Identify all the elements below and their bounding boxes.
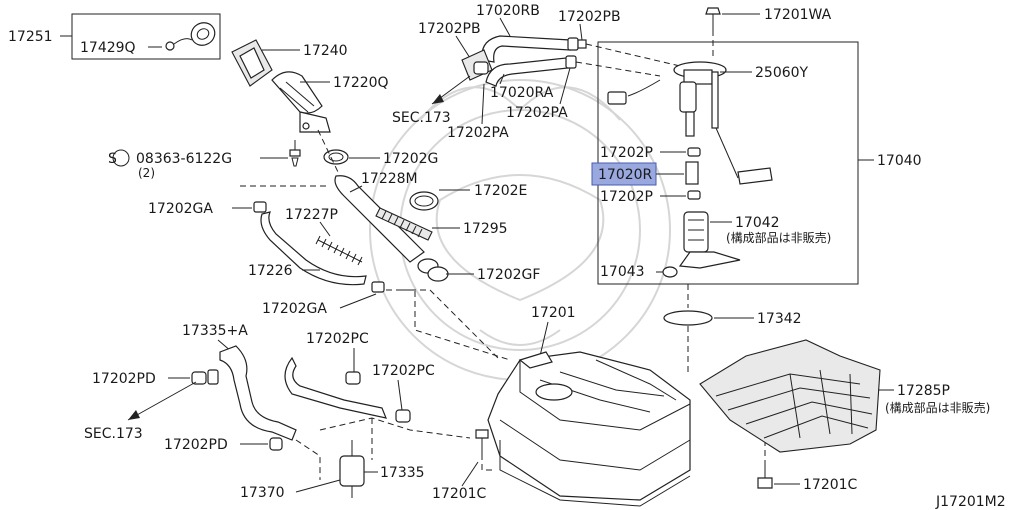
label-17202p-lower[interactable]: 17202P <box>600 189 653 205</box>
label-17201c-right[interactable]: 17201C <box>803 477 858 493</box>
label-17201c-left[interactable]: 17201C <box>432 486 487 502</box>
label-17040[interactable]: 17040 <box>877 153 922 169</box>
clamp-17202gf <box>417 258 449 282</box>
label-17335a[interactable]: 17335+A <box>182 323 248 339</box>
filler-seal <box>231 39 273 87</box>
clamp-17202pd-upper-b <box>207 369 219 385</box>
label-17228m[interactable]: 17228M <box>361 171 418 187</box>
fuel-tank-17201 <box>487 351 691 507</box>
label-17202ga-upper[interactable]: 17202GA <box>148 201 213 217</box>
label-08363-qty: (2) <box>138 166 155 180</box>
vent-hose-17335a <box>219 345 297 441</box>
corrugated-hose-17295 <box>375 207 433 241</box>
filler-neck <box>271 71 331 133</box>
label-sec173-lower[interactable]: SEC.173 <box>84 426 143 442</box>
label-17370[interactable]: 17370 <box>240 485 285 501</box>
clamp-17202e <box>409 191 439 211</box>
filler-hose <box>334 175 425 263</box>
label-17342[interactable]: 17342 <box>757 311 802 327</box>
fuel-cap-tether <box>165 22 216 51</box>
label-17295[interactable]: 17295 <box>463 221 508 237</box>
diagram-id: J17201M2 <box>935 494 1006 510</box>
label-17335[interactable]: 17335 <box>380 465 425 481</box>
label-17202pd-lower[interactable]: 17202PD <box>164 437 228 453</box>
label-25060y[interactable]: 25060Y <box>755 65 809 81</box>
bolt-17201c-left <box>475 429 489 460</box>
label-sec173-upper[interactable]: SEC.173 <box>392 110 451 126</box>
label-17202pa-right[interactable]: 17202PA <box>506 105 568 121</box>
clamp-17202pc-upper <box>345 371 361 385</box>
label-17020rb[interactable]: 17020RB <box>476 3 540 19</box>
arrow-sec173-upper <box>432 94 444 104</box>
label-17202pa-left[interactable]: 17202PA <box>447 125 509 141</box>
vent-hose-17335 <box>284 356 387 419</box>
label-17202ga-lower[interactable]: 17202GA <box>262 301 327 317</box>
clamp-17202p-lower <box>687 190 701 200</box>
label-17202g[interactable]: 17202G <box>383 151 438 167</box>
label-17202pb-top[interactable]: 17202PB <box>558 9 621 25</box>
bolt-17201wa <box>705 7 721 30</box>
circle-s-mark: S <box>108 151 117 167</box>
clamp-17202pd-lower <box>269 437 283 451</box>
label-17020ra[interactable]: 17020RA <box>490 85 554 101</box>
vent-hose-17020ra <box>485 55 577 87</box>
label-17202pb-left[interactable]: 17202PB <box>418 21 481 37</box>
label-17201wa[interactable]: 17201WA <box>764 7 832 23</box>
label-17429q[interactable]: 17429Q <box>80 40 136 56</box>
label-17220q[interactable]: 17220Q <box>333 75 389 91</box>
label-17226[interactable]: 17226 <box>248 263 293 279</box>
clamp-17202p-upper <box>687 147 701 157</box>
clamp-17202pc-lower <box>395 409 411 423</box>
vent-hose-17020rb <box>481 35 587 63</box>
label-17202pd-upper[interactable]: 17202PD <box>92 371 156 387</box>
label-17202gf[interactable]: 17202GF <box>477 267 540 283</box>
heat-shield-17285p <box>699 339 881 453</box>
label-17202e[interactable]: 17202E <box>474 183 527 199</box>
label-17251[interactable]: 17251 <box>8 29 53 45</box>
label-17202pc-lower[interactable]: 17202PC <box>372 363 435 379</box>
label-17201[interactable]: 17201 <box>531 305 576 321</box>
fuel-pump-module <box>607 61 773 185</box>
fuel-pump-17042 <box>678 211 741 269</box>
clamp-17202g <box>323 149 349 165</box>
label-17285p-note: (構成部品は非販売) <box>885 400 990 415</box>
label-17202p-upper[interactable]: 17202P <box>600 145 653 161</box>
clamp-17202pd-upper <box>191 371 207 385</box>
clamp-17202ga-upper <box>253 201 267 213</box>
clamp-17202ga-lower <box>371 281 385 293</box>
grommet-17043 <box>662 266 678 278</box>
tube-17020r <box>685 161 699 185</box>
gasket-17342 <box>663 310 713 326</box>
spring-17227p <box>315 235 363 266</box>
filter-17370 <box>339 440 365 498</box>
label-08363[interactable]: 08363-6122G <box>136 151 232 167</box>
screw-08363 <box>289 140 301 167</box>
label-17042-note: (構成部品は非販売) <box>726 230 831 245</box>
label-17285p[interactable]: 17285P <box>897 383 950 399</box>
label-17227p[interactable]: 17227P <box>285 207 338 223</box>
vent-bracket <box>461 49 493 81</box>
bolt-17201c-right <box>757 460 773 489</box>
label-17042[interactable]: 17042 <box>735 215 780 231</box>
label-17020r[interactable]: 17020R <box>598 167 653 183</box>
arrow-sec173-lower <box>128 410 140 420</box>
label-17240[interactable]: 17240 <box>303 43 348 59</box>
label-17043[interactable]: 17043 <box>600 264 645 280</box>
label-17202pc-upper[interactable]: 17202PC <box>306 331 369 347</box>
